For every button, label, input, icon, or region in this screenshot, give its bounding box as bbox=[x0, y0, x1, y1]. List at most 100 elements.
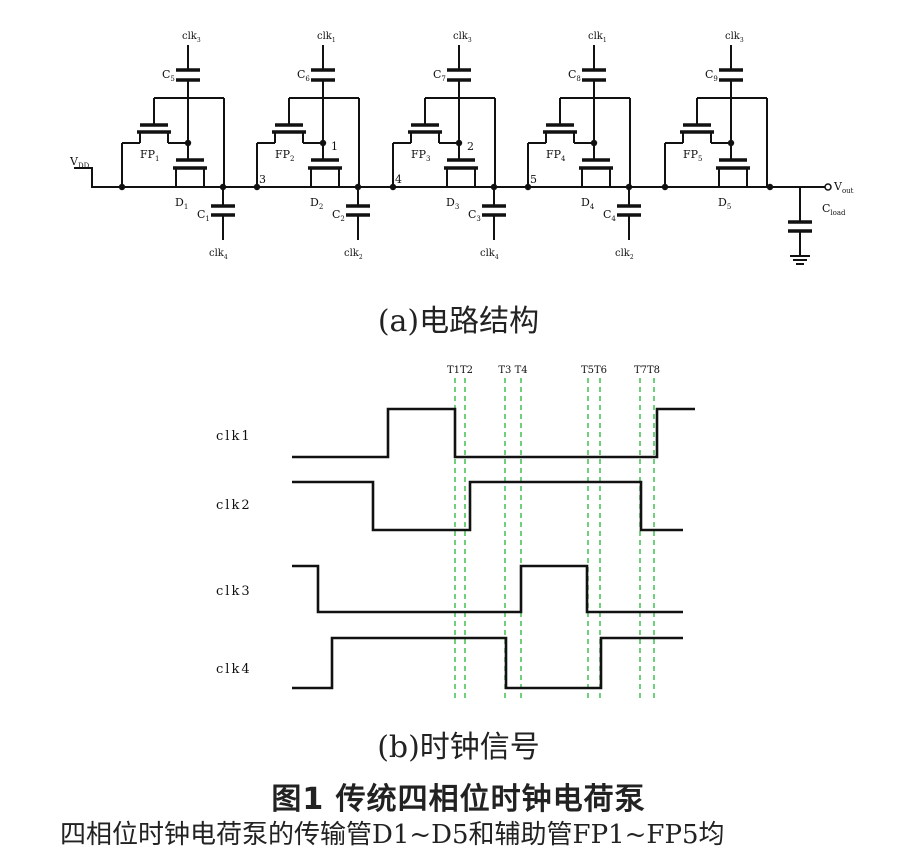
fp-label: FP3 bbox=[411, 148, 431, 163]
bot-cap-label: C3 bbox=[468, 208, 481, 223]
bot-clk-label: clk2 bbox=[344, 248, 363, 261]
top-cap-label-main: C bbox=[705, 68, 713, 81]
waveform-clk3 bbox=[292, 564, 683, 614]
top-cap-label-sub: 6 bbox=[305, 75, 310, 83]
signal-label: clk4 bbox=[216, 662, 252, 677]
caption-circuit: (a)电路结构 bbox=[377, 304, 540, 339]
time-marker-2: T3 T4 bbox=[498, 365, 528, 700]
circuit-diagram: VDDFP1D1clk3C5C1clk4FP2D2clk1C613C2clk2F… bbox=[69, 31, 854, 265]
bot-cap-label-main: C bbox=[332, 208, 340, 221]
d-label-sub: 1 bbox=[184, 203, 188, 211]
bot-clk-label: clk4 bbox=[209, 248, 228, 261]
d-label: D4 bbox=[581, 196, 595, 211]
bus-dot bbox=[524, 183, 532, 191]
top-clk-label-main: clk bbox=[725, 31, 741, 42]
marker-label: T1T2 bbox=[447, 365, 473, 376]
fp-label-sub: 3 bbox=[426, 155, 430, 163]
time-marker-1: T1T2 bbox=[447, 365, 473, 700]
node-label: 1 bbox=[331, 140, 338, 153]
top-clk-label-sub: 1 bbox=[332, 37, 336, 44]
fp-label-sub: 5 bbox=[698, 155, 702, 163]
bot-cap-label-main: C bbox=[197, 208, 205, 221]
node-label: 3 bbox=[259, 173, 266, 186]
d-label-sub: 3 bbox=[455, 203, 459, 211]
bot-cap-label: C1 bbox=[197, 208, 210, 223]
bus-dot bbox=[118, 183, 126, 191]
top-clk-label: clk3 bbox=[453, 31, 472, 44]
fp-label-sub: 1 bbox=[155, 155, 159, 163]
top-clk-label-sub: 1 bbox=[603, 37, 607, 44]
d-label-main: D bbox=[718, 196, 727, 209]
d-label-sub: 5 bbox=[727, 203, 731, 211]
top-cap-label: C8 bbox=[568, 68, 581, 83]
bot-clk-label-sub: 2 bbox=[359, 254, 363, 261]
top-clk-label-main: clk bbox=[588, 31, 604, 42]
top-cap-label: C6 bbox=[297, 68, 310, 83]
top-clk-label-sub: 3 bbox=[197, 37, 201, 44]
top-cap-label-sub: 5 bbox=[170, 75, 174, 83]
fp-label-sub: 4 bbox=[561, 155, 566, 163]
d-label-sub: 4 bbox=[590, 203, 595, 211]
bus-dot bbox=[661, 183, 669, 191]
signal-label: clk2 bbox=[216, 498, 252, 513]
bot-cap-label-main: C bbox=[603, 208, 611, 221]
top-clk-label-sub: 3 bbox=[468, 37, 472, 44]
d-label-main: D bbox=[175, 196, 184, 209]
marker-label: T3 T4 bbox=[498, 365, 527, 376]
d-label-sub: 2 bbox=[319, 203, 323, 211]
fp-label: FP2 bbox=[275, 148, 295, 163]
cload-label-sub: load bbox=[830, 209, 846, 217]
bus-dot bbox=[253, 183, 261, 191]
node-label: 4 bbox=[395, 173, 402, 186]
fp-label-main: FP bbox=[275, 148, 291, 161]
node-label-main: 5 bbox=[530, 173, 537, 186]
vout-label-sub: out bbox=[842, 187, 854, 195]
vdd-label: VDD bbox=[69, 155, 90, 170]
fp-label: FP4 bbox=[546, 148, 566, 163]
caption-timing: (b)时钟信号 bbox=[377, 730, 540, 765]
signal-label: clk1 bbox=[216, 429, 252, 444]
marker-label: T5T6 bbox=[581, 365, 607, 376]
fp-label-main: FP bbox=[683, 148, 699, 161]
fp-label: FP1 bbox=[140, 148, 160, 163]
bus-dot bbox=[389, 183, 397, 191]
top-cap-label: C5 bbox=[162, 68, 175, 83]
figure-title: 图1 传统四相位时钟电荷泵 bbox=[271, 782, 646, 817]
marker-label: T7T8 bbox=[634, 365, 660, 376]
d-label-main: D bbox=[581, 196, 590, 209]
bot-cap-label-sub: 4 bbox=[611, 215, 616, 223]
cload-label: Cload bbox=[822, 202, 846, 217]
fp-label-main: FP bbox=[140, 148, 156, 161]
bot-clk-label-sub: 2 bbox=[630, 254, 634, 261]
node-label-main: 4 bbox=[395, 173, 402, 186]
node-label-main: 3 bbox=[259, 173, 266, 186]
top-cap-label-sub: 9 bbox=[713, 75, 717, 83]
top-cap-label-main: C bbox=[433, 68, 441, 81]
waveform-clk1 bbox=[292, 407, 695, 459]
d-label: D2 bbox=[310, 196, 323, 211]
bot-cap-label-sub: 1 bbox=[205, 215, 209, 223]
d-label: D3 bbox=[446, 196, 459, 211]
time-marker-3: T5T6 bbox=[581, 365, 607, 700]
bot-clk-label-main: clk bbox=[480, 248, 496, 259]
top-clk-label: clk3 bbox=[725, 31, 744, 44]
body-text-line: 四相位时钟电荷泵的传输管D1~D5和辅助管FP1~FP5均 bbox=[60, 820, 725, 850]
vdd-label-sub: DD bbox=[78, 162, 90, 170]
bot-cap-label-sub: 2 bbox=[340, 215, 344, 223]
top-cap-label-sub: 8 bbox=[576, 75, 580, 83]
top-clk-label: clk1 bbox=[317, 31, 336, 44]
bot-cap-label: C4 bbox=[603, 208, 616, 223]
d-label: D1 bbox=[175, 196, 188, 211]
fp-label: FP5 bbox=[683, 148, 703, 163]
bot-clk-label-sub: 4 bbox=[495, 254, 499, 261]
waveform-clk4 bbox=[292, 636, 683, 690]
node-label: 5 bbox=[530, 173, 537, 186]
top-cap-label: C7 bbox=[433, 68, 446, 83]
node-label-main: 1 bbox=[331, 140, 338, 153]
